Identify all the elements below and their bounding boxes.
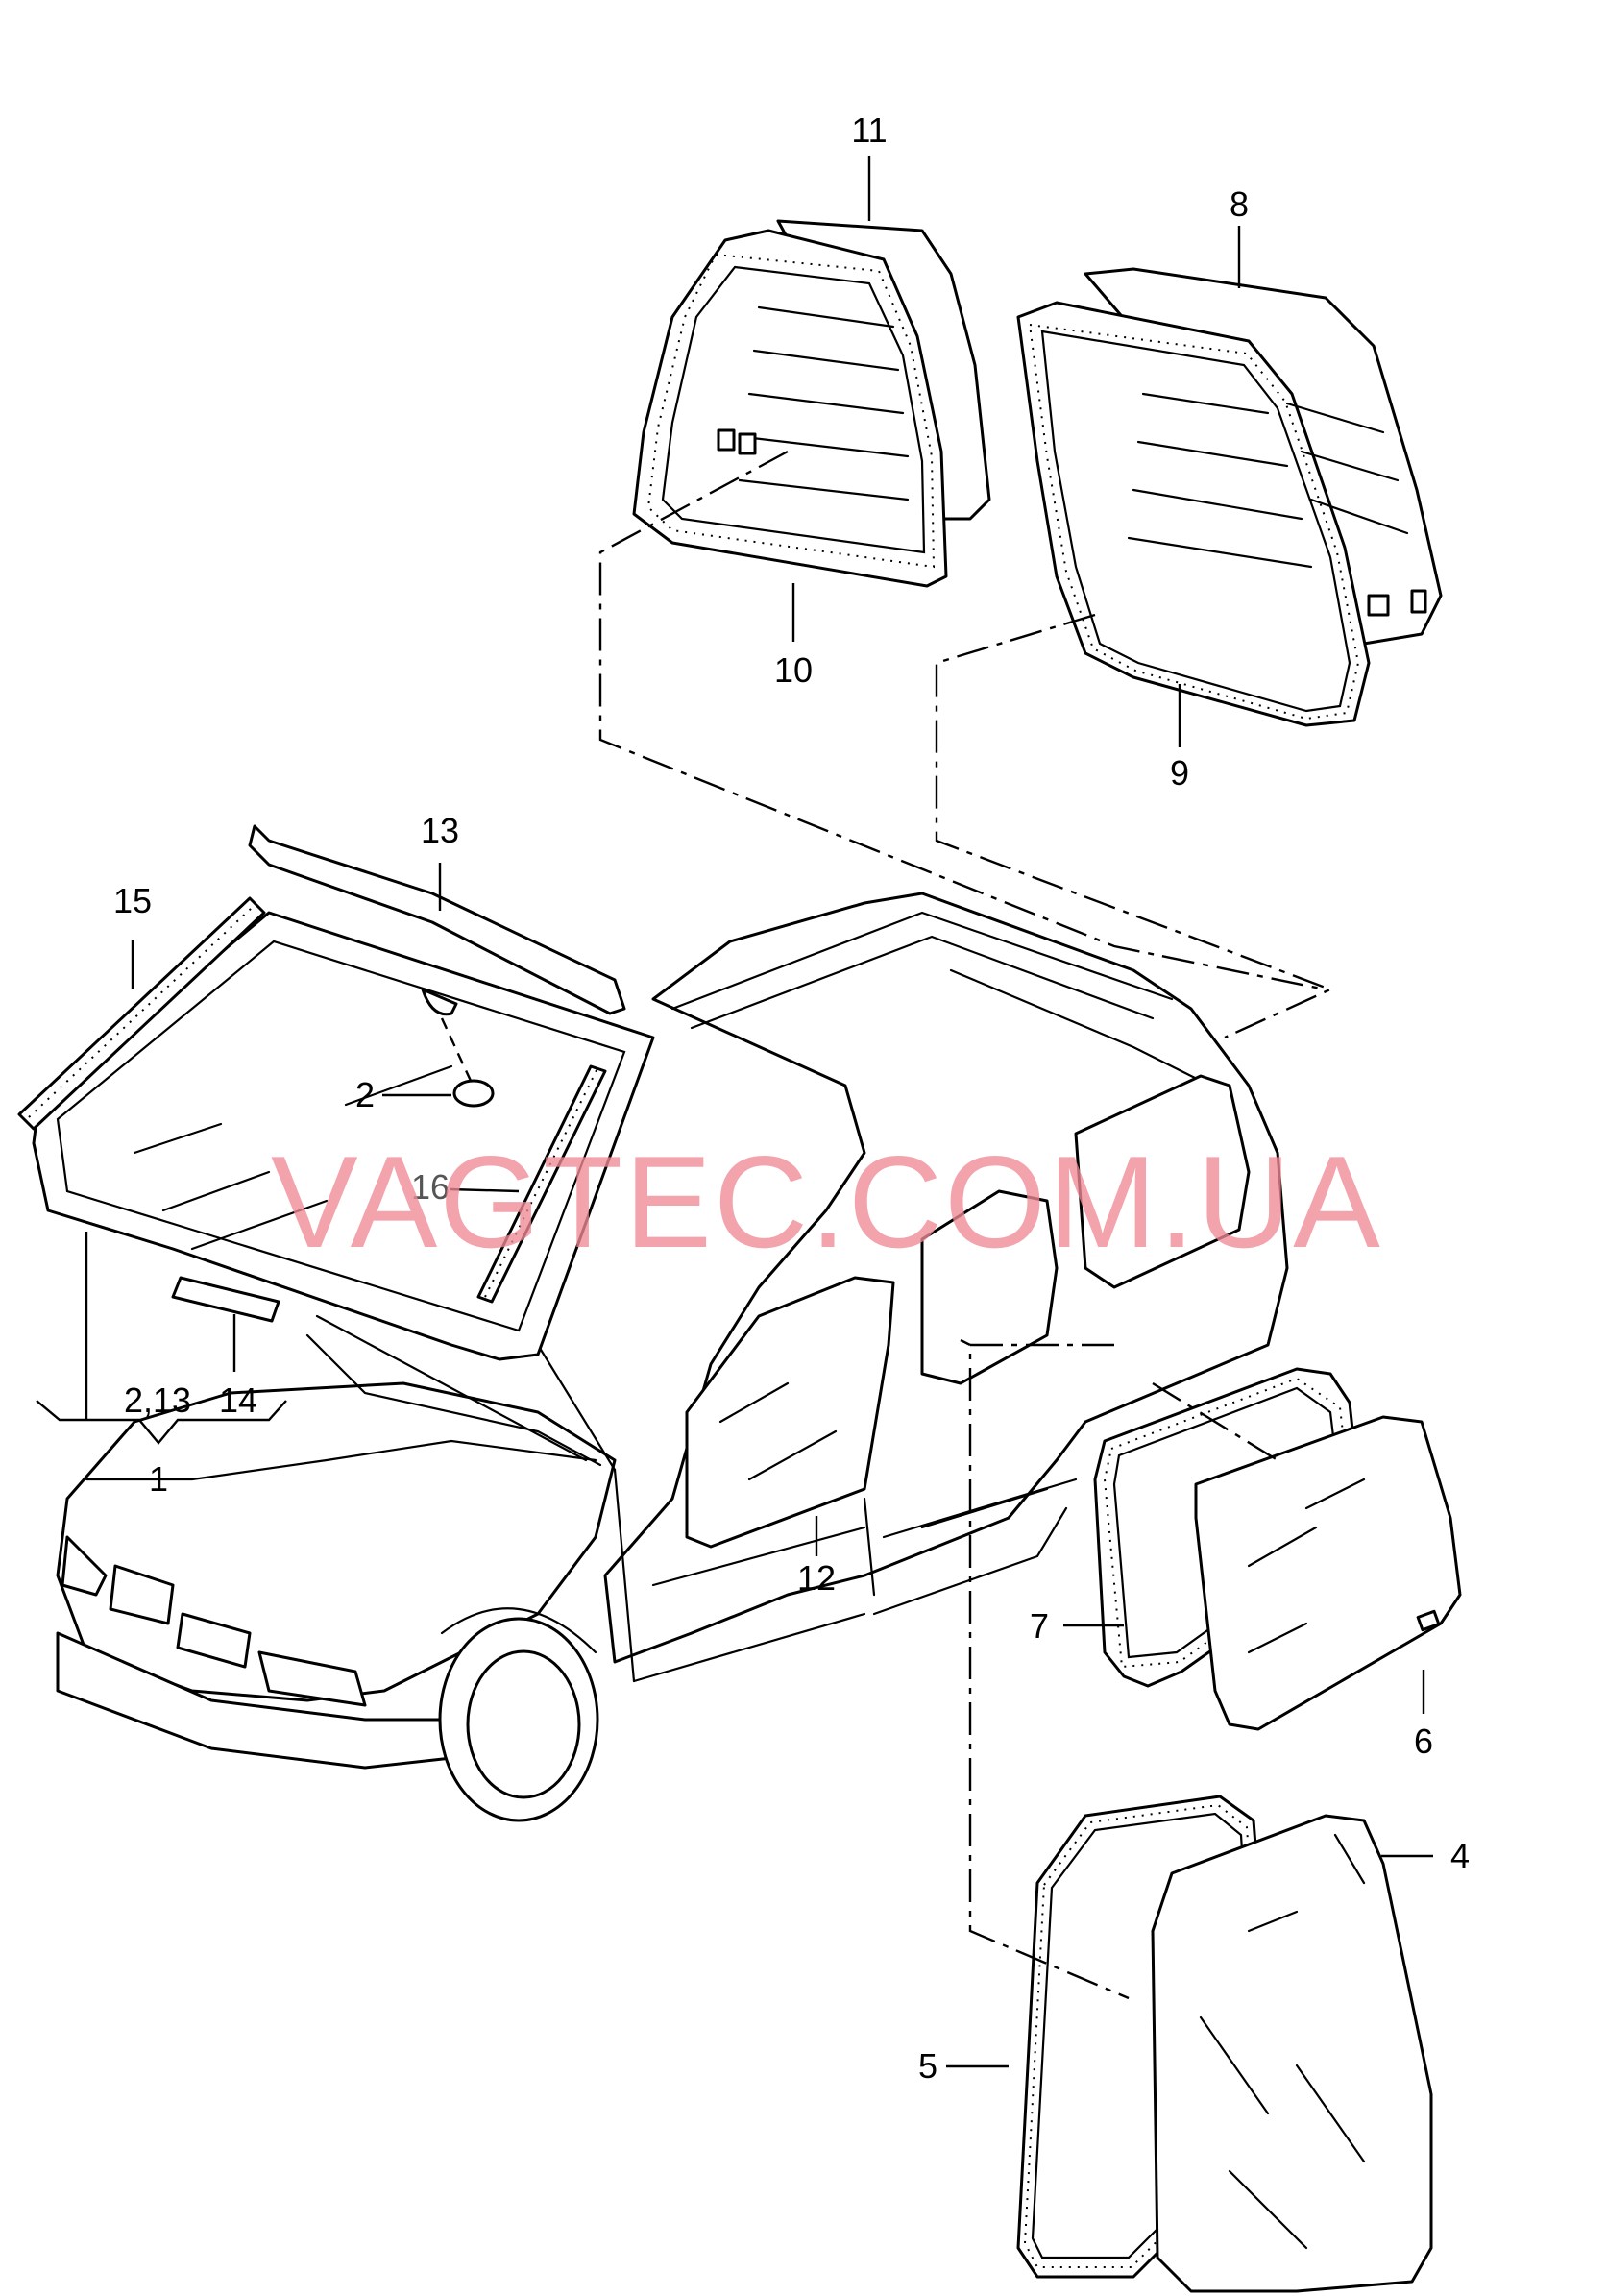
callout-12: 12 <box>797 1558 836 1598</box>
callout-15: 15 <box>113 881 152 920</box>
callout-9: 9 <box>1170 753 1189 793</box>
rear-quarter-window-8-9 <box>1016 267 1443 727</box>
callout-7: 7 <box>1030 1606 1049 1646</box>
callout-14: 14 <box>219 1380 257 1420</box>
callout-16: 16 <box>411 1167 450 1207</box>
callout-2-13: 2,13 <box>124 1380 191 1420</box>
callout-6: 6 <box>1414 1722 1433 1761</box>
callout-1: 1 <box>149 1459 168 1499</box>
leader-lines <box>36 156 1433 2068</box>
callout-8: 8 <box>1230 184 1249 224</box>
rear-quarter-window-11-10 <box>632 219 991 588</box>
watermark-text: VAGTEC.COM.UA <box>271 1129 1382 1275</box>
vehicle-body <box>56 892 1289 1822</box>
callout-5: 5 <box>918 2046 937 2086</box>
callout-10: 10 <box>774 650 813 690</box>
windshield-assembly <box>17 824 655 1361</box>
side-window-7-6 <box>1093 1367 1462 1731</box>
callout-11: 11 <box>851 110 887 150</box>
side-window-5-4 <box>1016 1795 1433 2293</box>
reference-lines <box>598 450 1334 2000</box>
callout-4: 4 <box>1450 1836 1470 1875</box>
callout-2: 2 <box>355 1075 375 1114</box>
callout-labels: 11 8 10 9 13 15 2 16 2,13 14 1 12 7 6 4 … <box>113 110 1470 2086</box>
callout-13: 13 <box>421 811 459 850</box>
